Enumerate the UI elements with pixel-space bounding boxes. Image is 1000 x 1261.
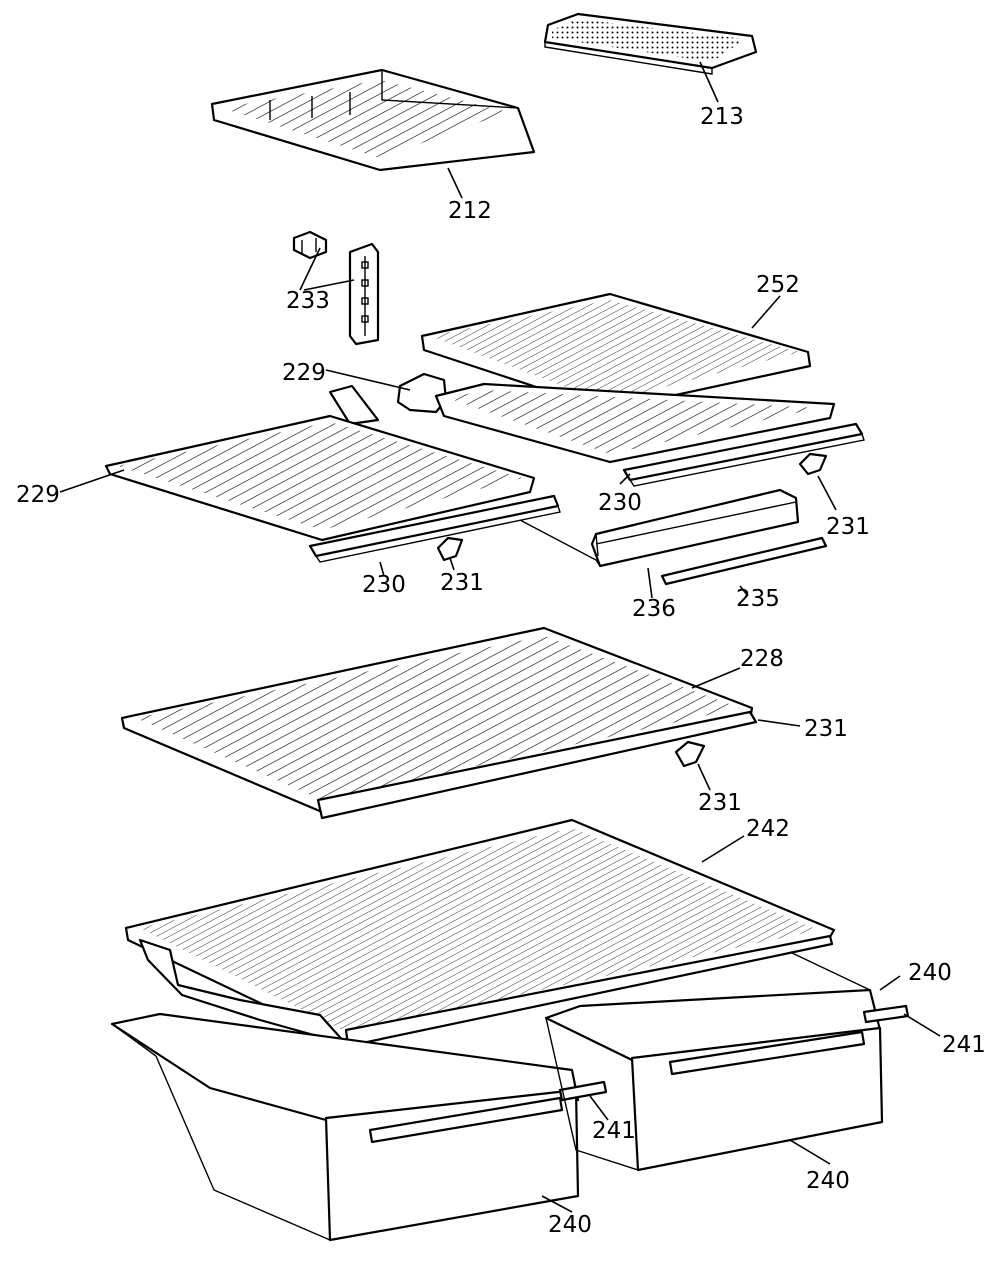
leader-lines — [59, 61, 941, 1213]
part-235-trim — [660, 536, 828, 586]
callout-230-left: 230 — [362, 572, 406, 598]
callout-241-left: 241 — [592, 1118, 636, 1144]
callout-252: 252 — [756, 272, 800, 298]
part-231-clip-lower — [674, 740, 706, 768]
callout-240-left: 240 — [548, 1212, 592, 1238]
callout-233: 233 — [286, 288, 330, 314]
part-236-drawer-frame — [519, 488, 800, 568]
part-240-drawer-right — [544, 951, 910, 1172]
callout-229-left: 229 — [16, 482, 60, 508]
callout-242: 242 — [746, 816, 790, 842]
part-231-clip-left — [436, 536, 464, 562]
callout-229-upper: 229 — [282, 360, 326, 386]
part-229-wire-shelf-left — [104, 384, 536, 542]
callout-240-right: 240 — [806, 1168, 850, 1194]
callout-231-right: 231 — [826, 514, 870, 540]
callout-231-shelf: 231 — [804, 716, 848, 742]
callout-231-lower: 231 — [698, 790, 742, 816]
part-228-wire-shelf — [120, 626, 758, 820]
part-229-shelf-support-upper — [396, 372, 836, 464]
callout-228: 228 — [740, 646, 784, 672]
part-212-freezer-shelf — [210, 68, 536, 172]
part-252-glass-shelf — [420, 292, 812, 412]
callout-236: 236 — [632, 596, 676, 622]
part-230-trim-left — [308, 494, 561, 563]
callout-235: 235 — [736, 586, 780, 612]
part-231-clip-right — [798, 452, 828, 476]
part-233-bracket — [292, 230, 380, 346]
callout-241-right: 241 — [942, 1032, 986, 1058]
callout-231-left: 231 — [440, 570, 484, 596]
callout-230-right: 230 — [598, 490, 642, 516]
callout-240-top: 240 — [908, 960, 952, 986]
callout-212: 212 — [448, 198, 492, 224]
part-240-drawer-left — [110, 1012, 608, 1242]
callout-213: 213 — [700, 104, 744, 130]
part-213-grille — [543, 12, 758, 75]
